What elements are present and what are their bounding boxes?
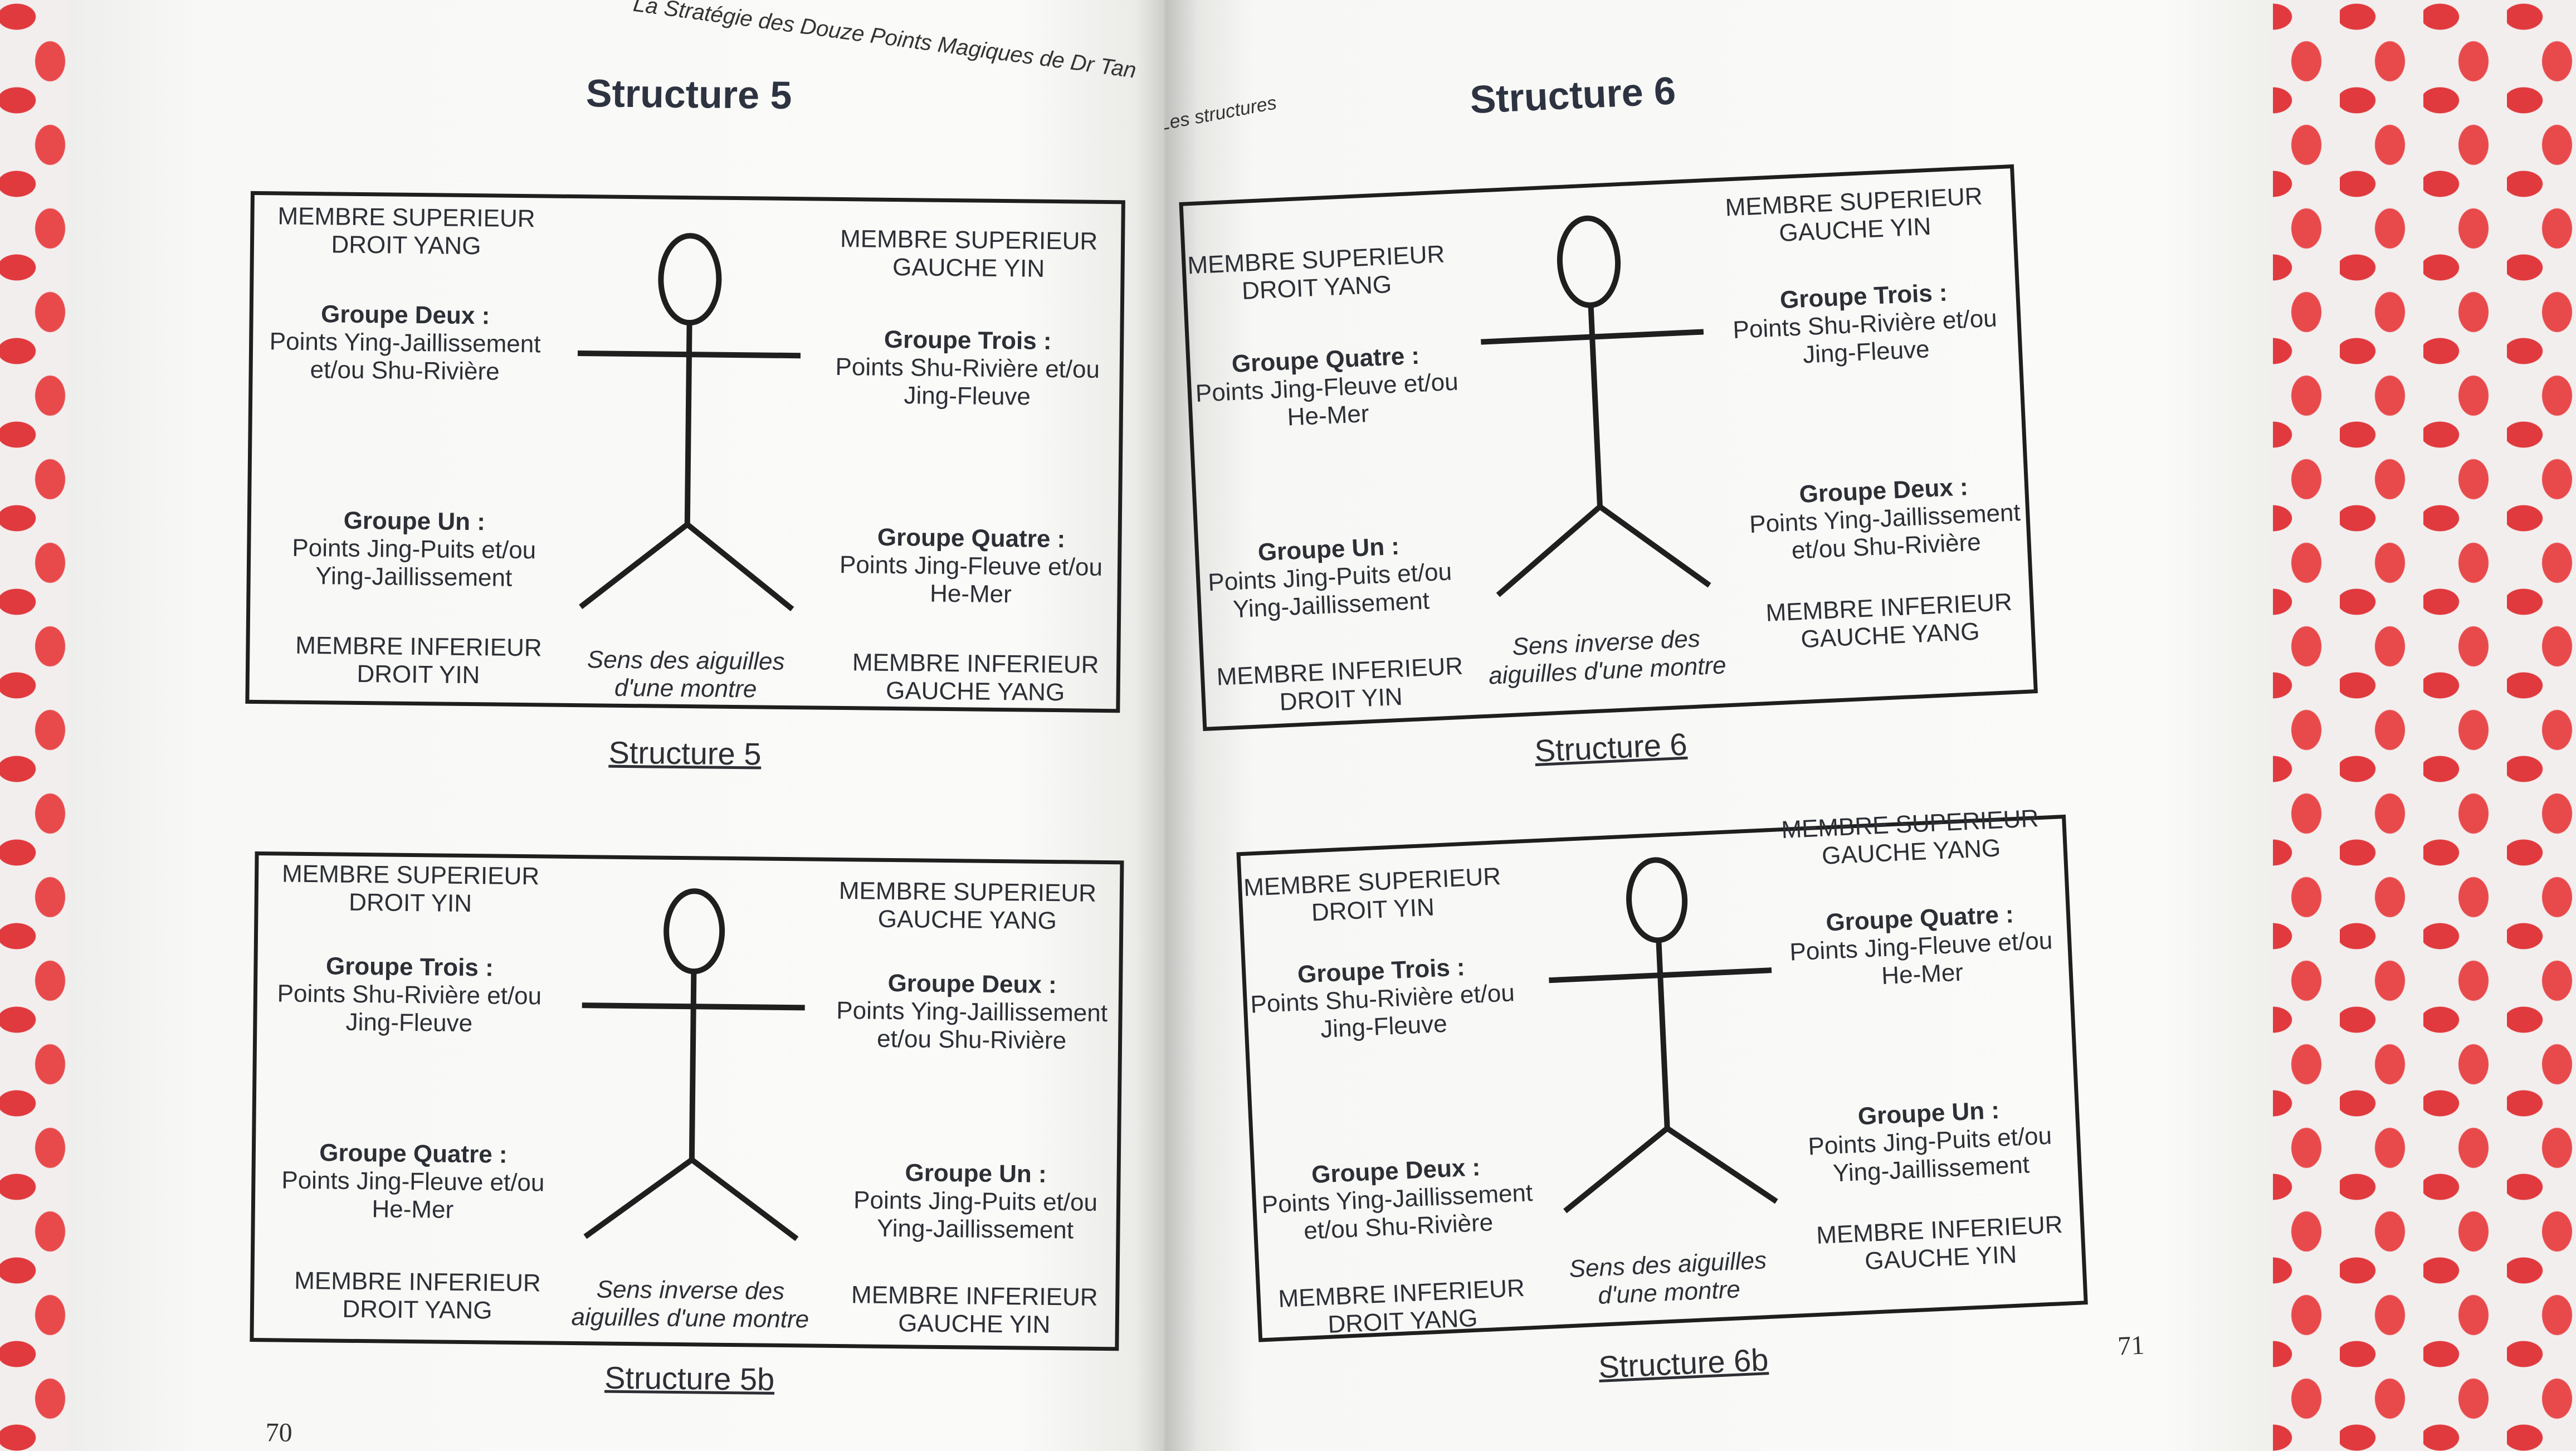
- diagram-caption: Structure 5b: [604, 1360, 775, 1397]
- page-number: 71: [2117, 1330, 2145, 1361]
- stick-figure: [582, 888, 805, 1241]
- stick-figure: [1481, 215, 1711, 597]
- page-title: Structure 5: [586, 71, 792, 118]
- diagram-caption: Structure 5: [608, 734, 762, 772]
- running-head: La Stratégie des Douze Points Magiques d…: [632, 0, 1138, 83]
- book-gutter: [1136, 0, 1198, 1451]
- stick-figure: [577, 233, 801, 611]
- page-number: 70: [265, 1418, 292, 1448]
- diagram-caption: Structure 6: [1534, 726, 1688, 768]
- diagram-caption: Structure 6b: [1598, 1342, 1769, 1385]
- page-title: Structure 6: [1468, 69, 1677, 122]
- stick-figure: [1549, 857, 1778, 1214]
- left-page: La Stratégie des Douze Points Magiques d…: [67, 0, 1187, 1451]
- right-page: Les structures Structure 6 MEMBRE SUPERI…: [1164, 0, 2273, 1451]
